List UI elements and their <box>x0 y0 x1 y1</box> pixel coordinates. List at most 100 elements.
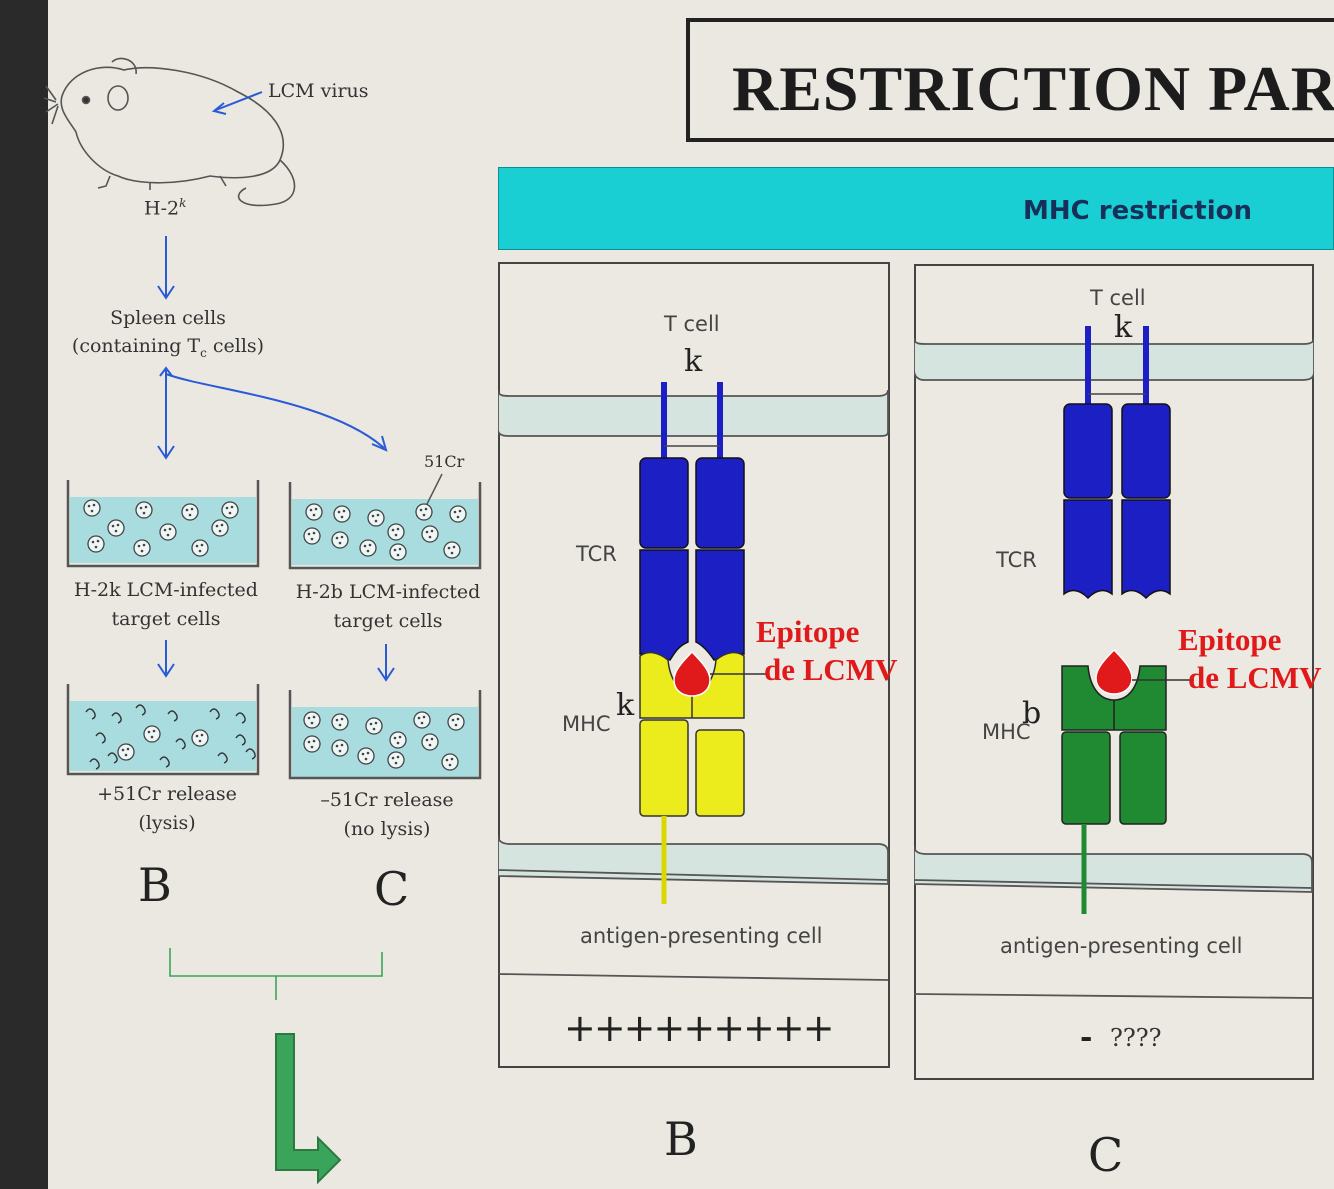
epitope-c-icon <box>1095 648 1133 695</box>
target-cell-icon <box>133 539 151 557</box>
lysis-debris <box>209 708 220 720</box>
cell-dot <box>391 528 395 532</box>
cell-dot <box>396 527 400 531</box>
cell-dot <box>452 545 456 549</box>
tcr-alpha-upper <box>639 457 689 549</box>
target-cell-icon <box>159 523 177 541</box>
cell-dot <box>225 506 229 510</box>
cell-dot <box>142 543 146 547</box>
spleen-label: Spleen cells (containing Tc cells) <box>71 307 265 360</box>
cell-dot <box>447 546 451 550</box>
cell-dot <box>307 740 311 744</box>
mhc-b-groove <box>1061 665 1167 731</box>
cell-dot <box>335 536 339 540</box>
cell-dot <box>114 529 118 533</box>
lysis-debris <box>167 710 178 722</box>
cell-dot <box>340 743 344 747</box>
cell-dot <box>185 508 189 512</box>
panel-c-tcell-label: T cell <box>1090 286 1146 310</box>
green-arrow-icon <box>275 1033 342 1185</box>
cell-dot <box>200 733 204 737</box>
cell-dot <box>310 745 314 749</box>
cell-dot <box>198 549 202 553</box>
cell-dot <box>137 544 141 548</box>
cell-dot <box>188 513 192 517</box>
cell-dot <box>391 756 395 760</box>
target-cell-icon <box>303 527 321 545</box>
lysis-debris <box>159 756 170 768</box>
cell-dot <box>147 730 151 734</box>
monitor-bezel <box>0 0 48 1189</box>
target-cell-icon <box>449 505 467 523</box>
lysis-debris <box>95 732 106 744</box>
title-box: RESTRICTION PAR <box>686 18 1334 142</box>
target-cells <box>83 499 467 771</box>
cell-dot <box>393 548 397 552</box>
target-cell-icon <box>443 541 461 559</box>
banner-label: MHC restriction <box>1023 196 1252 226</box>
cell-dot <box>361 752 365 756</box>
target-cell-icon <box>107 519 125 537</box>
cell-dot <box>121 748 125 752</box>
cr-label: 51Cr <box>424 452 465 471</box>
cell-dot <box>90 509 94 513</box>
letter-c-panel: C <box>1088 1128 1124 1182</box>
panel-b-result: +++++++++ <box>564 1006 835 1050</box>
cell-dot <box>307 532 311 536</box>
well-top-left <box>66 480 260 568</box>
panel-b-tcr-label: TCR <box>576 542 617 566</box>
target-cell-icon <box>367 509 385 527</box>
lysis-debris <box>235 734 246 746</box>
cell-dot <box>198 739 202 743</box>
cell-dot <box>310 721 314 725</box>
panel-c-epitope-line1: Epitope <box>1178 622 1282 657</box>
panel-c-t-haplotype: k <box>1114 310 1133 345</box>
lysis-debris <box>235 712 246 724</box>
target-cell-icon <box>305 503 323 521</box>
cell-dot <box>366 549 370 553</box>
cell-dot <box>450 757 454 761</box>
panel-c-mhc-label: MHC <box>982 720 1031 744</box>
panel-b-drawing <box>498 382 889 981</box>
panel-c-result-question: ???? <box>1110 1024 1162 1052</box>
cell-dot <box>195 734 199 738</box>
cell-dot <box>445 758 449 762</box>
cell-dot <box>376 513 380 517</box>
cell-dot <box>340 515 344 519</box>
lysis-debris <box>245 748 256 760</box>
cell-dot <box>366 751 370 755</box>
target-cell-icon <box>221 501 239 519</box>
lysis-debris <box>89 758 100 770</box>
mouse-illustration <box>43 57 296 207</box>
panel-b-epitope-line2: de LCMV <box>764 652 898 687</box>
bracket <box>169 948 383 977</box>
letter-b-panel: B <box>664 1112 698 1166</box>
cell-dot <box>417 716 421 720</box>
cell-dot <box>453 510 457 514</box>
cell-dot <box>335 718 339 722</box>
cell-dot <box>228 511 232 515</box>
target-cell-icon <box>415 503 433 521</box>
cell-dot <box>425 530 429 534</box>
cell-dot <box>338 541 342 545</box>
cell-dot <box>163 528 167 532</box>
cell-dot <box>94 545 98 549</box>
slide-title: RESTRICTION PAR <box>732 53 1334 124</box>
cell-dot <box>340 717 344 721</box>
mhc-restriction-banner: MHC restriction <box>498 167 1334 250</box>
target-cell-icon <box>331 531 349 549</box>
target-cell-icon <box>389 731 407 749</box>
panel-b-apc-label: antigen-presenting cell <box>580 924 823 948</box>
cell-dot <box>425 738 429 742</box>
target-cell-icon <box>389 543 407 561</box>
cell-dot <box>374 519 378 523</box>
cell-dot <box>338 723 342 727</box>
cell-dot <box>124 753 128 757</box>
target-cell-icon <box>135 501 153 519</box>
target-cell-icon <box>333 505 351 523</box>
target-cell-icon <box>447 713 465 731</box>
cell-dot <box>91 540 95 544</box>
cell-dot <box>312 531 316 535</box>
